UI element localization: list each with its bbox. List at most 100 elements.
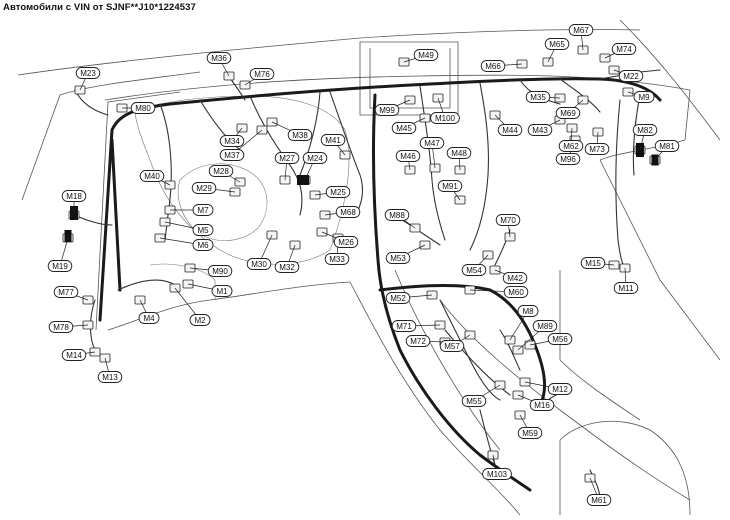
label-box <box>302 152 328 164</box>
connector-label-m62: M62 <box>558 140 584 152</box>
label-text: M8 <box>522 307 534 316</box>
label-box <box>413 49 439 61</box>
connector-label-m26: M26 <box>333 236 359 248</box>
label-box <box>374 104 400 116</box>
label-box <box>53 286 79 298</box>
connector-label-m53: M53 <box>385 252 411 264</box>
label-text: M46 <box>400 152 416 161</box>
label-box <box>206 52 232 64</box>
label-text: M43 <box>532 126 548 135</box>
label-text: M22 <box>623 72 639 81</box>
label-text: M53 <box>390 254 406 263</box>
label-box <box>529 399 555 411</box>
label-box <box>495 214 521 226</box>
label-box <box>517 427 543 439</box>
label-box <box>333 236 359 248</box>
label-text: M96 <box>560 155 576 164</box>
label-text: M12 <box>552 385 568 394</box>
label-box <box>547 383 573 395</box>
label-text: M60 <box>508 288 524 297</box>
connector-label-m36: M36 <box>206 52 232 64</box>
connector-label-m55: M55 <box>461 395 487 407</box>
connector-label-m25: M25 <box>325 186 351 198</box>
connector-label-m47: M47 <box>419 137 445 149</box>
label-text: M4 <box>143 314 155 323</box>
label-text: M66 <box>485 62 501 71</box>
connector-label-m60: M60 <box>503 286 529 298</box>
label-box <box>555 153 581 165</box>
main-harness <box>98 77 662 492</box>
connector-label-m89: M89 <box>532 320 558 332</box>
label-box <box>527 124 553 136</box>
connector-label-m56: M56 <box>547 333 573 345</box>
connector-label-m100: M100 <box>430 112 460 124</box>
label-box <box>555 107 581 119</box>
label-box <box>192 239 214 251</box>
relay-component <box>297 175 309 185</box>
label-box <box>219 135 245 147</box>
label-box <box>138 312 160 324</box>
label-box <box>580 257 606 269</box>
label-text: M57 <box>444 342 460 351</box>
label-text: M41 <box>325 136 341 145</box>
label-text: M82 <box>637 126 653 135</box>
label-box <box>384 209 410 221</box>
connector-label-m33: M33 <box>324 253 350 265</box>
connector-label-m22: M22 <box>618 70 644 82</box>
label-text: M77 <box>58 288 74 297</box>
label-text: M88 <box>389 211 405 220</box>
label-text: M47 <box>424 139 440 148</box>
label-text: M37 <box>224 151 240 160</box>
label-box <box>391 320 417 332</box>
label-box <box>558 140 584 152</box>
label-box <box>503 286 529 298</box>
connector-label-m69: M69 <box>555 107 581 119</box>
label-text: M99 <box>379 106 395 115</box>
connector-label-m34: M34 <box>219 135 245 147</box>
connector-label-m27: M27 <box>274 152 300 164</box>
connector-label-m37: M37 <box>219 149 245 161</box>
label-text: M11 <box>619 284 635 293</box>
label-box <box>497 124 523 136</box>
label-box <box>632 124 658 136</box>
connector-label-m61: M61 <box>586 494 612 506</box>
label-text: M80 <box>135 104 151 113</box>
label-text: M62 <box>563 142 579 151</box>
label-text: M69 <box>560 109 576 118</box>
label-text: M15 <box>585 259 601 268</box>
connector-label-m29: M29 <box>191 182 217 194</box>
label-box <box>439 340 465 352</box>
label-box <box>249 68 275 80</box>
label-box <box>208 165 234 177</box>
label-box <box>482 468 512 480</box>
label-text: M67 <box>573 26 589 35</box>
label-box <box>335 206 361 218</box>
label-text: M81 <box>659 142 675 151</box>
connector-label-m24: M24 <box>302 152 328 164</box>
label-box <box>654 140 680 152</box>
label-text: M13 <box>102 373 118 382</box>
label-box <box>584 143 610 155</box>
connector-label-m5: M5 <box>192 224 214 236</box>
connector-label-m88: M88 <box>384 209 410 221</box>
label-box <box>192 204 214 216</box>
connector-label-m43: M43 <box>527 124 553 136</box>
label-box <box>189 314 211 326</box>
connector-label-m99: M99 <box>374 104 400 116</box>
label-box <box>461 264 487 276</box>
label-text: M25 <box>330 188 346 197</box>
connector-label-m11: M11 <box>613 282 639 294</box>
connector-label-m103: M103 <box>482 468 512 480</box>
label-text: M72 <box>410 337 426 346</box>
connector-label-m41: M41 <box>320 134 346 146</box>
label-text: M44 <box>502 126 518 135</box>
label-text: M103 <box>487 470 508 479</box>
label-box <box>61 190 87 202</box>
connector-label-m35: M35 <box>525 91 551 103</box>
label-box <box>525 91 551 103</box>
label-text: M19 <box>52 262 68 271</box>
connector-label-m12: M12 <box>547 383 573 395</box>
connector-label-m4: M4 <box>138 312 160 324</box>
label-box <box>532 320 558 332</box>
